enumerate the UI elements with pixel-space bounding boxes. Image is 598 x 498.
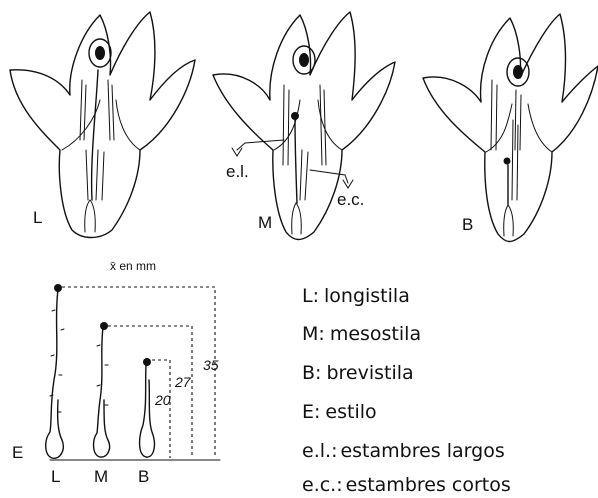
legend-item-mesostila: M: mesostila <box>302 323 421 345</box>
legend-item-estilo: E:estilo <box>302 401 377 423</box>
legend-sep: : <box>313 285 319 307</box>
legend: L:longistila M:mesostila B:brevistila E:… <box>302 285 511 496</box>
value-label-l: 35 <box>203 357 219 373</box>
legend-text: longistila <box>324 285 410 307</box>
annotation-long-stamens: e.l. <box>226 162 249 181</box>
legend-text: estambres cortos <box>346 474 511 496</box>
legend-item-estambres-cortos: e.c.:estambres cortos <box>302 474 511 496</box>
flower-longistila: L <box>10 12 195 238</box>
legend-key: B <box>302 362 315 384</box>
legend-key: M <box>302 323 318 345</box>
flower-label-l: L <box>33 208 42 227</box>
diagram-header: x̄ en mm <box>110 259 156 273</box>
legend-sep: : <box>315 362 321 384</box>
legend-key: e.l. <box>302 440 331 462</box>
flower-label-b: B <box>462 215 473 234</box>
legend-key: L <box>302 285 313 307</box>
legend-sep: : <box>314 401 320 423</box>
bottom-label-l: L <box>51 467 60 486</box>
legend-item-estambres-largos: e.l.:estambres largos <box>302 440 505 462</box>
legend-item-longistila: L:longistila <box>302 285 410 307</box>
style-length-diagram: x̄ en mm 20 27 35 E L M B <box>12 259 220 486</box>
legend-item-brevistila: B:brevistila <box>302 362 414 384</box>
bottom-label-m: M <box>94 467 108 486</box>
bottom-label-b: B <box>138 467 149 486</box>
flower-label-m: M <box>258 213 272 232</box>
annotation-short-stamens: e.c. <box>337 190 364 209</box>
flower-brevistila: B <box>423 14 598 242</box>
style-side-label: E <box>12 443 23 462</box>
legend-key: E <box>302 401 314 423</box>
value-label-b: 20 <box>154 392 171 408</box>
legend-text: estilo <box>325 401 376 423</box>
legend-text: estambres largos <box>340 440 504 462</box>
legend-sep: : <box>336 474 342 496</box>
legend-sep: : <box>318 323 324 345</box>
legend-text: mesostila <box>330 323 421 345</box>
legend-text: brevistila <box>326 362 413 384</box>
flower-mesostila: e.l. e.c. M <box>213 12 395 240</box>
value-label-m: 27 <box>174 374 192 390</box>
legend-sep: : <box>331 440 337 462</box>
legend-key: e.c. <box>302 474 336 496</box>
